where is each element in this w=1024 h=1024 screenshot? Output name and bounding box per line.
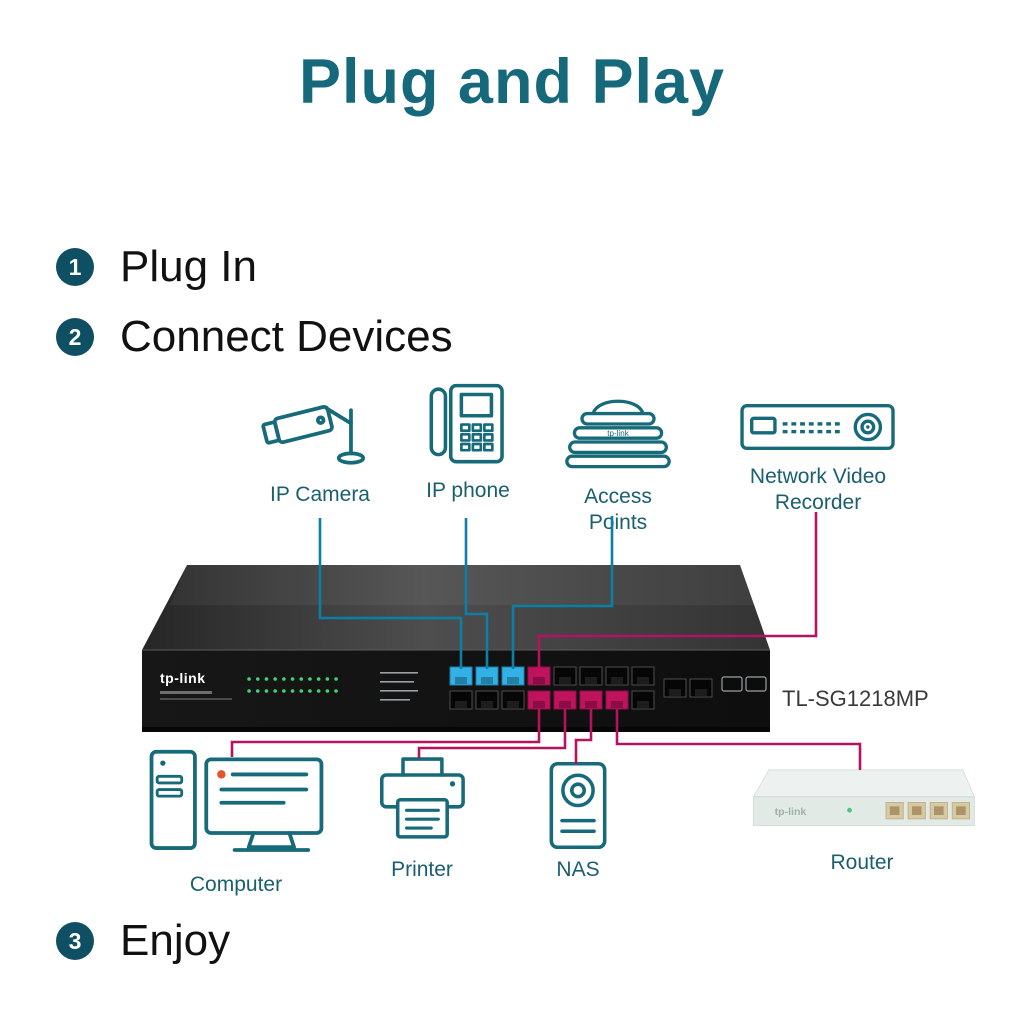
router-led: [847, 807, 852, 813]
device-router: tp-link Router: [740, 762, 984, 876]
nvr-vent-dashes: [782, 422, 870, 434]
uplink-port-18: [689, 678, 713, 698]
router-label: Router: [830, 851, 894, 874]
device-nas: NAS: [543, 760, 613, 883]
printer-icon: [380, 757, 465, 839]
step-badge-3: 3: [56, 922, 94, 960]
device-printer: Printer: [368, 752, 476, 883]
computer-icon: [149, 749, 324, 852]
device-access-points: tp-link Access Points: [556, 388, 680, 537]
ip-phone-label: IP phone: [426, 479, 510, 502]
step-enjoy: 3 Enjoy: [56, 916, 230, 966]
step-label-enjoy: Enjoy: [120, 916, 231, 965]
ip-camera-label: IP Camera: [270, 483, 370, 506]
access-point-logo-text: tp-link: [607, 429, 629, 438]
port-12-magenta: [527, 690, 551, 710]
port-1-blue: [449, 666, 473, 686]
ip-phone-icon: [429, 383, 504, 464]
router-icon: tp-link: [752, 769, 976, 827]
switch-legend-text-bars: [380, 672, 418, 701]
access-point-icon: tp-link: [565, 399, 671, 469]
switch-led-grid: [247, 677, 346, 693]
port-15-magenta: [605, 690, 629, 710]
step-label-connect-devices: Connect Devices: [120, 312, 453, 361]
nas-icon: [549, 761, 607, 850]
step-label-plug-in: Plug In: [120, 242, 257, 291]
switch-illustration: tp-link: [142, 565, 770, 732]
uplink-port-17: [663, 678, 687, 698]
switch-front-desc-text-bar: [160, 698, 232, 700]
step-plug-in: 1 Plug In: [56, 242, 257, 292]
device-nvr: Network Video Recorder: [728, 398, 908, 517]
printer-label: Printer: [391, 858, 453, 881]
device-ip-phone: IP phone: [418, 378, 518, 504]
port-3-blue: [501, 666, 525, 686]
step-badge-1: 1: [56, 248, 94, 286]
nas-label: NAS: [556, 858, 600, 881]
router-ports: [885, 802, 970, 820]
switch-illustration-wrap: tp-link: [130, 555, 780, 740]
port-4-magenta: [527, 666, 551, 686]
switch-brand-logo: tp-link: [160, 670, 206, 686]
port-14-magenta: [579, 690, 603, 710]
switch-front-model-text-bar: [160, 691, 212, 694]
sfp-slot-2: [745, 676, 767, 692]
switch-top-sheen: [170, 565, 754, 605]
nvr-label: Network Video Recorder: [749, 465, 887, 515]
computer-screen-dot: [217, 770, 226, 779]
step-badge-2: 2: [56, 318, 94, 356]
router-brand-logo: tp-link: [775, 806, 807, 818]
switch-ports: [449, 666, 767, 710]
nvr-icon: [740, 404, 895, 451]
port-2-blue: [475, 666, 499, 686]
device-ip-camera: IP Camera: [255, 382, 385, 508]
ip-camera-icon: [261, 405, 366, 465]
access-points-label: Access Points: [584, 485, 652, 535]
page-title: Plug and Play: [298, 47, 726, 117]
port-13-magenta: [553, 690, 577, 710]
device-computer: Computer: [140, 748, 332, 898]
sfp-slot-1: [721, 676, 743, 692]
step-connect-devices: 2 Connect Devices: [56, 312, 453, 362]
switch-model-label: TL-SG1218MP: [782, 686, 929, 711]
computer-label: Computer: [189, 873, 283, 896]
